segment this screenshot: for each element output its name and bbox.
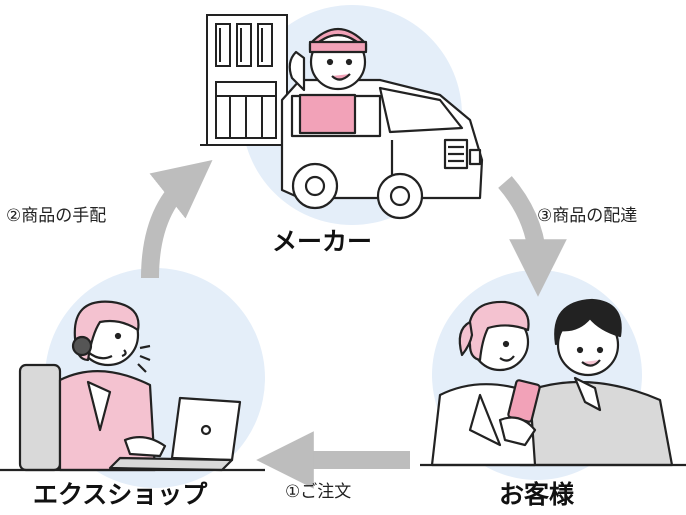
operator-headset-icon — [18, 300, 157, 472]
factory-icon — [200, 14, 300, 146]
step-order-label: ①ご注文 — [285, 482, 352, 502]
shop-label: エクスショップ — [33, 480, 208, 509]
couple-smartphone-icon — [420, 298, 686, 467]
arrow-deliver — [498, 176, 567, 297]
step-deliver-label: ③商品の配達 — [537, 206, 638, 226]
arrow-arrange — [141, 159, 213, 279]
step-arrange-label: ②商品の手配 — [6, 206, 107, 226]
delivery-van-icon — [280, 28, 484, 220]
laptop-icon — [0, 396, 265, 472]
customer-label: お客様 — [499, 480, 575, 509]
maker-label: メーカー — [272, 227, 373, 256]
